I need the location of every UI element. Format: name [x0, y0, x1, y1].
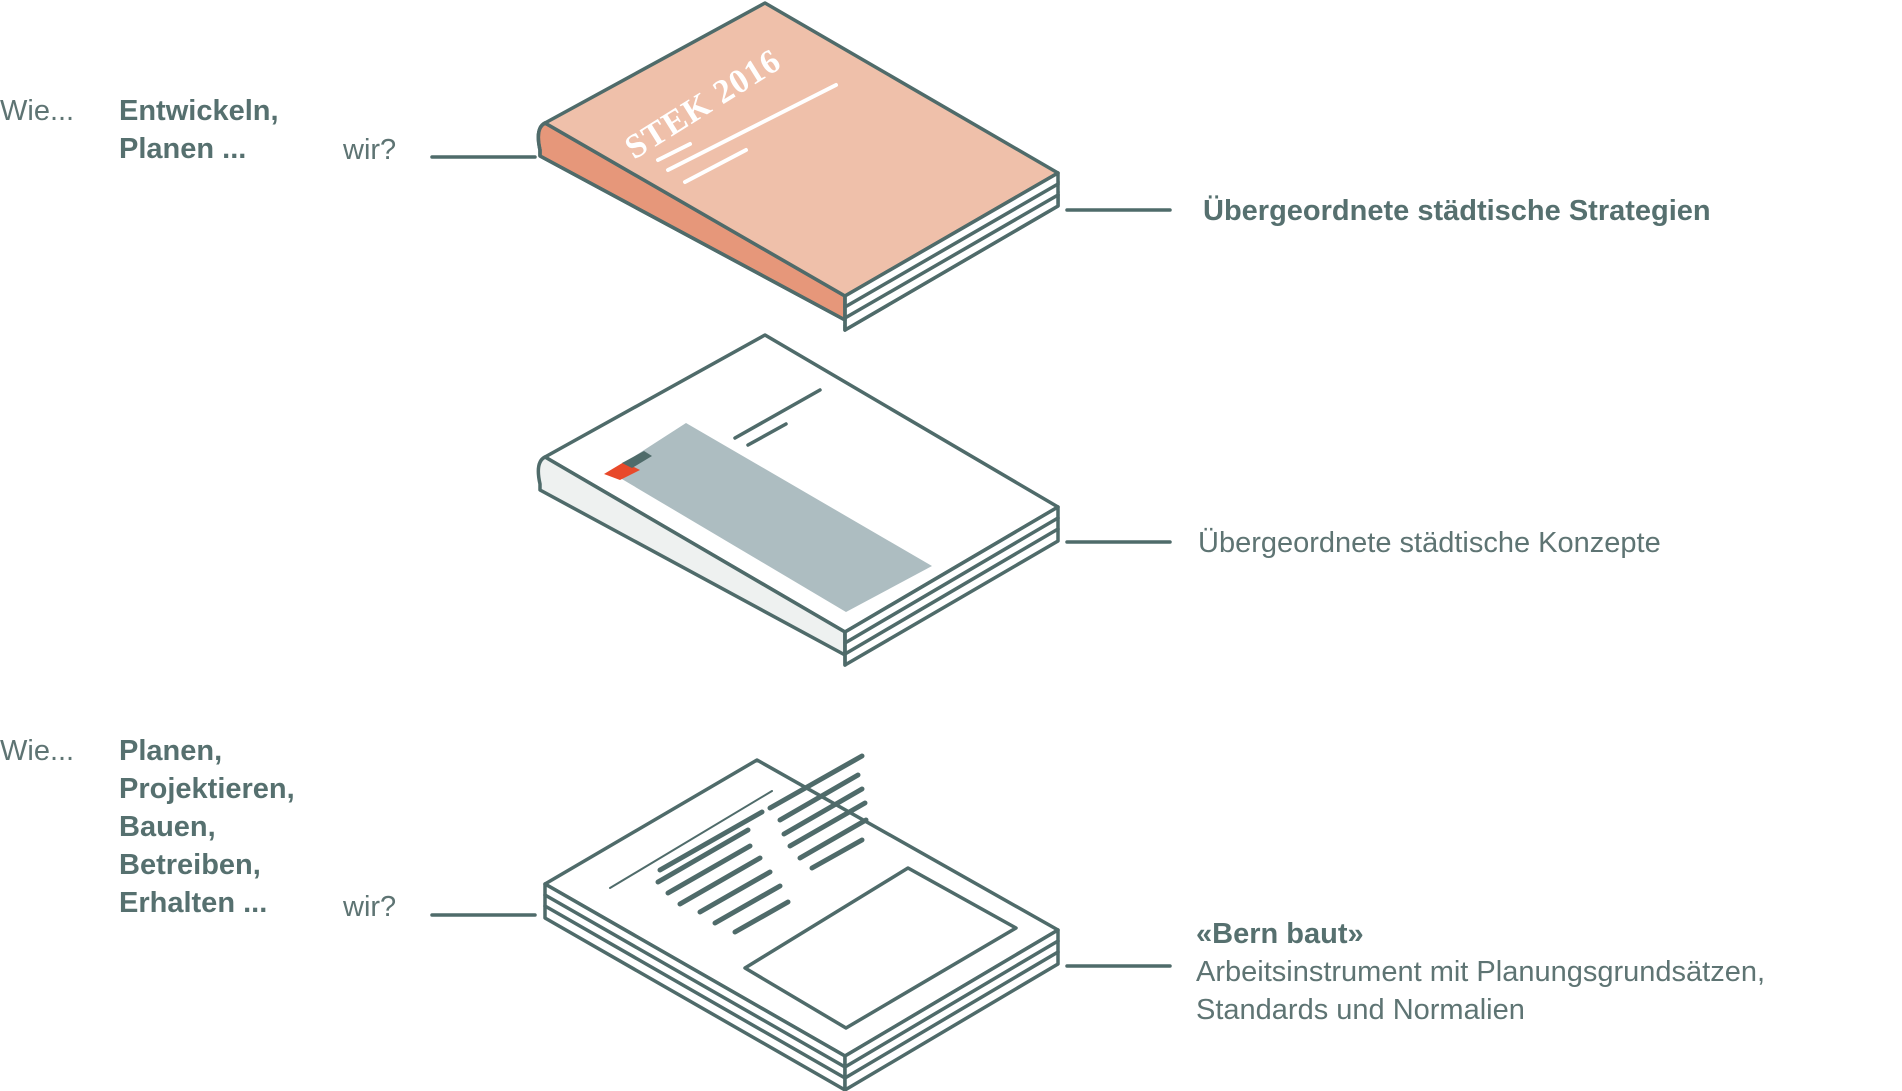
caption-bern-baut: «Bern baut» Arbeitsinstrument mit Planun…	[1196, 915, 1765, 1029]
book-stek-2016	[536, 1, 1060, 332]
concept-panel	[610, 423, 932, 612]
bottom-verbs: Planen, Projektieren, Bauen, Betreiben, …	[119, 732, 295, 922]
book-bern-baut	[543, 753, 1060, 1091]
cover-rule-mid	[683, 148, 748, 184]
top-prefix: Wie...	[0, 95, 75, 127]
book-concepts	[536, 333, 1060, 667]
bottom-suffix: wir?	[343, 891, 397, 923]
caption-concepts: Übergeordnete städtische Konzepte	[1198, 527, 1661, 559]
caption-strategies: Übergeordnete städtische Strategien	[1203, 195, 1711, 227]
bottom-verb: Bauen,	[119, 811, 216, 843]
caption-bern-baut-line: Standards und Normalien	[1196, 994, 1525, 1026]
picture-frame	[743, 866, 1018, 1030]
cover-rule-short	[656, 142, 692, 162]
top-verbs: Entwickeln, Planen ...	[119, 92, 279, 168]
bottom-verb: Planen,	[119, 735, 223, 767]
top-verb: Planen ...	[119, 133, 247, 165]
top-suffix: wir?	[343, 134, 397, 166]
caption-bern-baut-title: «Bern baut»	[1196, 918, 1364, 950]
caption-bern-baut-line: Arbeitsinstrument mit Planungsgrundsätze…	[1196, 956, 1766, 988]
bottom-verb: Erhalten ...	[119, 887, 268, 919]
cover-rule-long	[666, 83, 838, 172]
bottom-verb: Betreiben,	[119, 849, 261, 881]
top-verb: Entwickeln,	[119, 95, 279, 127]
bottom-verb: Projektieren,	[119, 773, 295, 805]
bottom-prefix: Wie...	[0, 735, 75, 767]
